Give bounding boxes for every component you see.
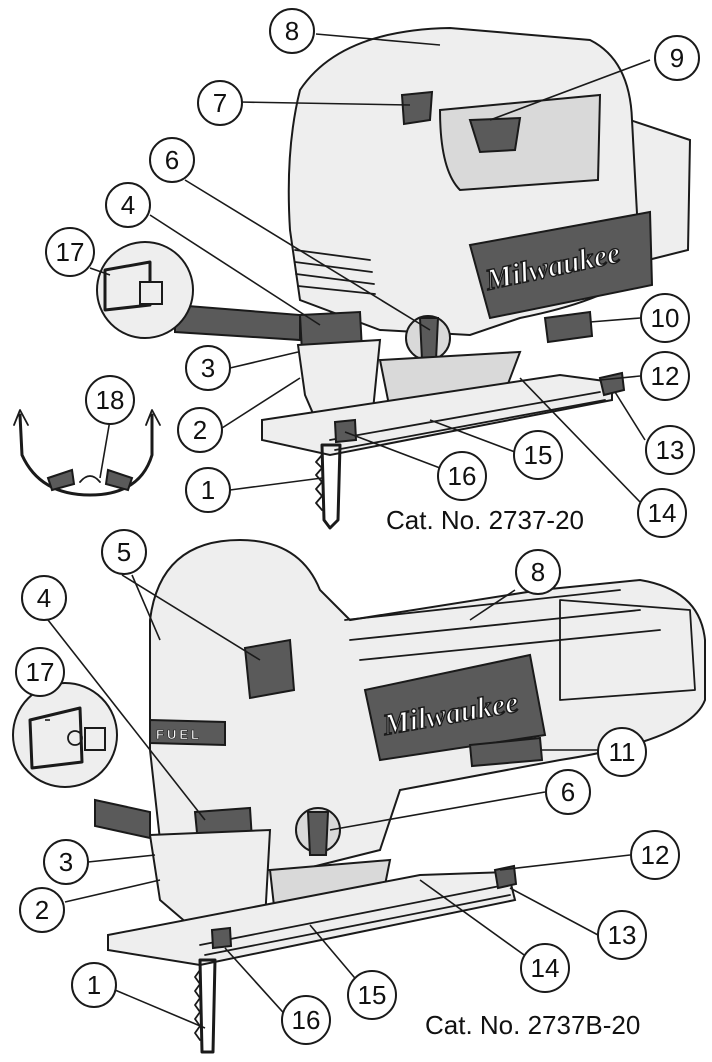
callout-top-17: 17 — [45, 227, 95, 277]
svg-text:6: 6 — [165, 145, 179, 175]
svg-text:1: 1 — [201, 475, 215, 505]
bottom-fuel-badge — [149, 718, 226, 747]
svg-text:14: 14 — [531, 953, 560, 983]
callout-top-8: 8 — [269, 8, 315, 54]
svg-text:4: 4 — [37, 583, 51, 613]
top-speed-dial — [400, 90, 434, 126]
top-inset-18 — [13, 409, 161, 497]
bottom-handle-ridge — [344, 589, 661, 661]
callout-bottom-6: 6 — [545, 769, 591, 815]
callouts-top: 1 2 3 4 6 7 8 9 10 12 13 14 15 16 17 18 — [45, 8, 700, 538]
bottom-inset-17 — [12, 682, 151, 840]
bottom-fuel-text: FUEL — [156, 727, 202, 742]
callout-top-14: 14 — [637, 488, 687, 538]
top-jigsaw-drawing: Milwaukee — [261, 26, 692, 530]
callout-bottom-12: 12 — [630, 830, 680, 880]
svg-text:10: 10 — [651, 303, 680, 333]
svg-text:2: 2 — [193, 415, 207, 445]
svg-text:4: 4 — [121, 190, 135, 220]
svg-text:13: 13 — [608, 920, 637, 950]
top-battery-release — [543, 310, 594, 344]
top-vent-lines — [294, 249, 376, 295]
callout-top-12: 12 — [640, 351, 690, 401]
bottom-jigsaw-drawing: FUEL Milwaukee — [107, 538, 706, 1054]
callout-top-18: 18 — [85, 375, 135, 425]
svg-text:17: 17 — [56, 237, 85, 267]
top-model-label: Cat. No. 2737-20 — [386, 505, 585, 535]
callout-top-2: 2 — [177, 407, 223, 453]
bottom-brand-panel — [363, 653, 547, 762]
svg-text:8: 8 — [531, 557, 545, 587]
callout-top-9: 9 — [654, 35, 700, 81]
svg-text:5: 5 — [117, 537, 131, 567]
svg-text:9: 9 — [670, 43, 684, 73]
svg-text:16: 16 — [292, 1005, 321, 1035]
callout-bottom-1: 1 — [71, 962, 117, 1008]
bottom-power-switch — [243, 638, 296, 700]
bottom-model-label: Cat. No. 2737B-20 — [425, 1010, 641, 1040]
callout-top-10: 10 — [640, 293, 690, 343]
callout-bottom-15: 15 — [347, 970, 397, 1020]
svg-text:17: 17 — [26, 657, 55, 687]
callout-top-13: 13 — [645, 425, 695, 475]
callout-bottom-14: 14 — [520, 943, 570, 993]
callout-bottom-11: 11 — [597, 727, 647, 777]
callout-bottom-3: 3 — [43, 839, 89, 885]
callout-top-1: 1 — [185, 467, 231, 513]
callout-bottom-13: 13 — [597, 910, 647, 960]
bottom-shoe — [107, 870, 517, 967]
callout-top-7: 7 — [197, 80, 243, 126]
callout-bottom-8: 8 — [515, 549, 561, 595]
svg-text:7: 7 — [213, 88, 227, 118]
bottom-blade — [198, 958, 217, 1054]
callout-top-4: 4 — [105, 182, 151, 228]
bottom-bevel-lever — [210, 926, 233, 950]
top-shoe-lever — [598, 371, 626, 397]
svg-text:12: 12 — [651, 361, 680, 391]
svg-text:1: 1 — [87, 970, 101, 1000]
callout-bottom-17: 17 — [15, 647, 65, 697]
callout-bottom-4: 4 — [21, 575, 67, 621]
callout-bottom-16: 16 — [281, 995, 331, 1045]
callout-bottom-2: 2 — [19, 887, 65, 933]
top-blade — [320, 443, 342, 530]
svg-text:11: 11 — [609, 737, 636, 767]
svg-text:14: 14 — [648, 498, 677, 528]
svg-text:3: 3 — [59, 847, 73, 877]
svg-text:2: 2 — [35, 895, 49, 925]
svg-text:15: 15 — [358, 980, 387, 1010]
bottom-shoe-lever — [493, 864, 518, 890]
top-trigger — [468, 116, 522, 154]
top-bevel-lever — [333, 418, 358, 444]
callout-top-6: 6 — [149, 137, 195, 183]
callout-top-3: 3 — [185, 345, 231, 391]
svg-text:8: 8 — [285, 16, 299, 46]
callout-bottom-5: 5 — [101, 529, 147, 575]
top-brand-panel — [468, 210, 654, 320]
svg-text:3: 3 — [201, 353, 215, 383]
svg-text:12: 12 — [641, 840, 670, 870]
top-inset-17 — [96, 241, 301, 342]
svg-text:6: 6 — [561, 777, 575, 807]
svg-text:13: 13 — [656, 435, 685, 465]
svg-text:15: 15 — [524, 440, 553, 470]
bottom-speed-dial — [468, 736, 544, 768]
svg-text:18: 18 — [96, 385, 125, 415]
callout-leaders — [45, 33, 651, 1029]
callout-top-15: 15 — [513, 430, 563, 480]
callout-top-16: 16 — [437, 451, 487, 501]
svg-text:16: 16 — [448, 461, 477, 491]
callouts-bottom: 1 2 3 4 5 6 8 11 12 13 14 15 16 17 — [15, 529, 680, 1045]
